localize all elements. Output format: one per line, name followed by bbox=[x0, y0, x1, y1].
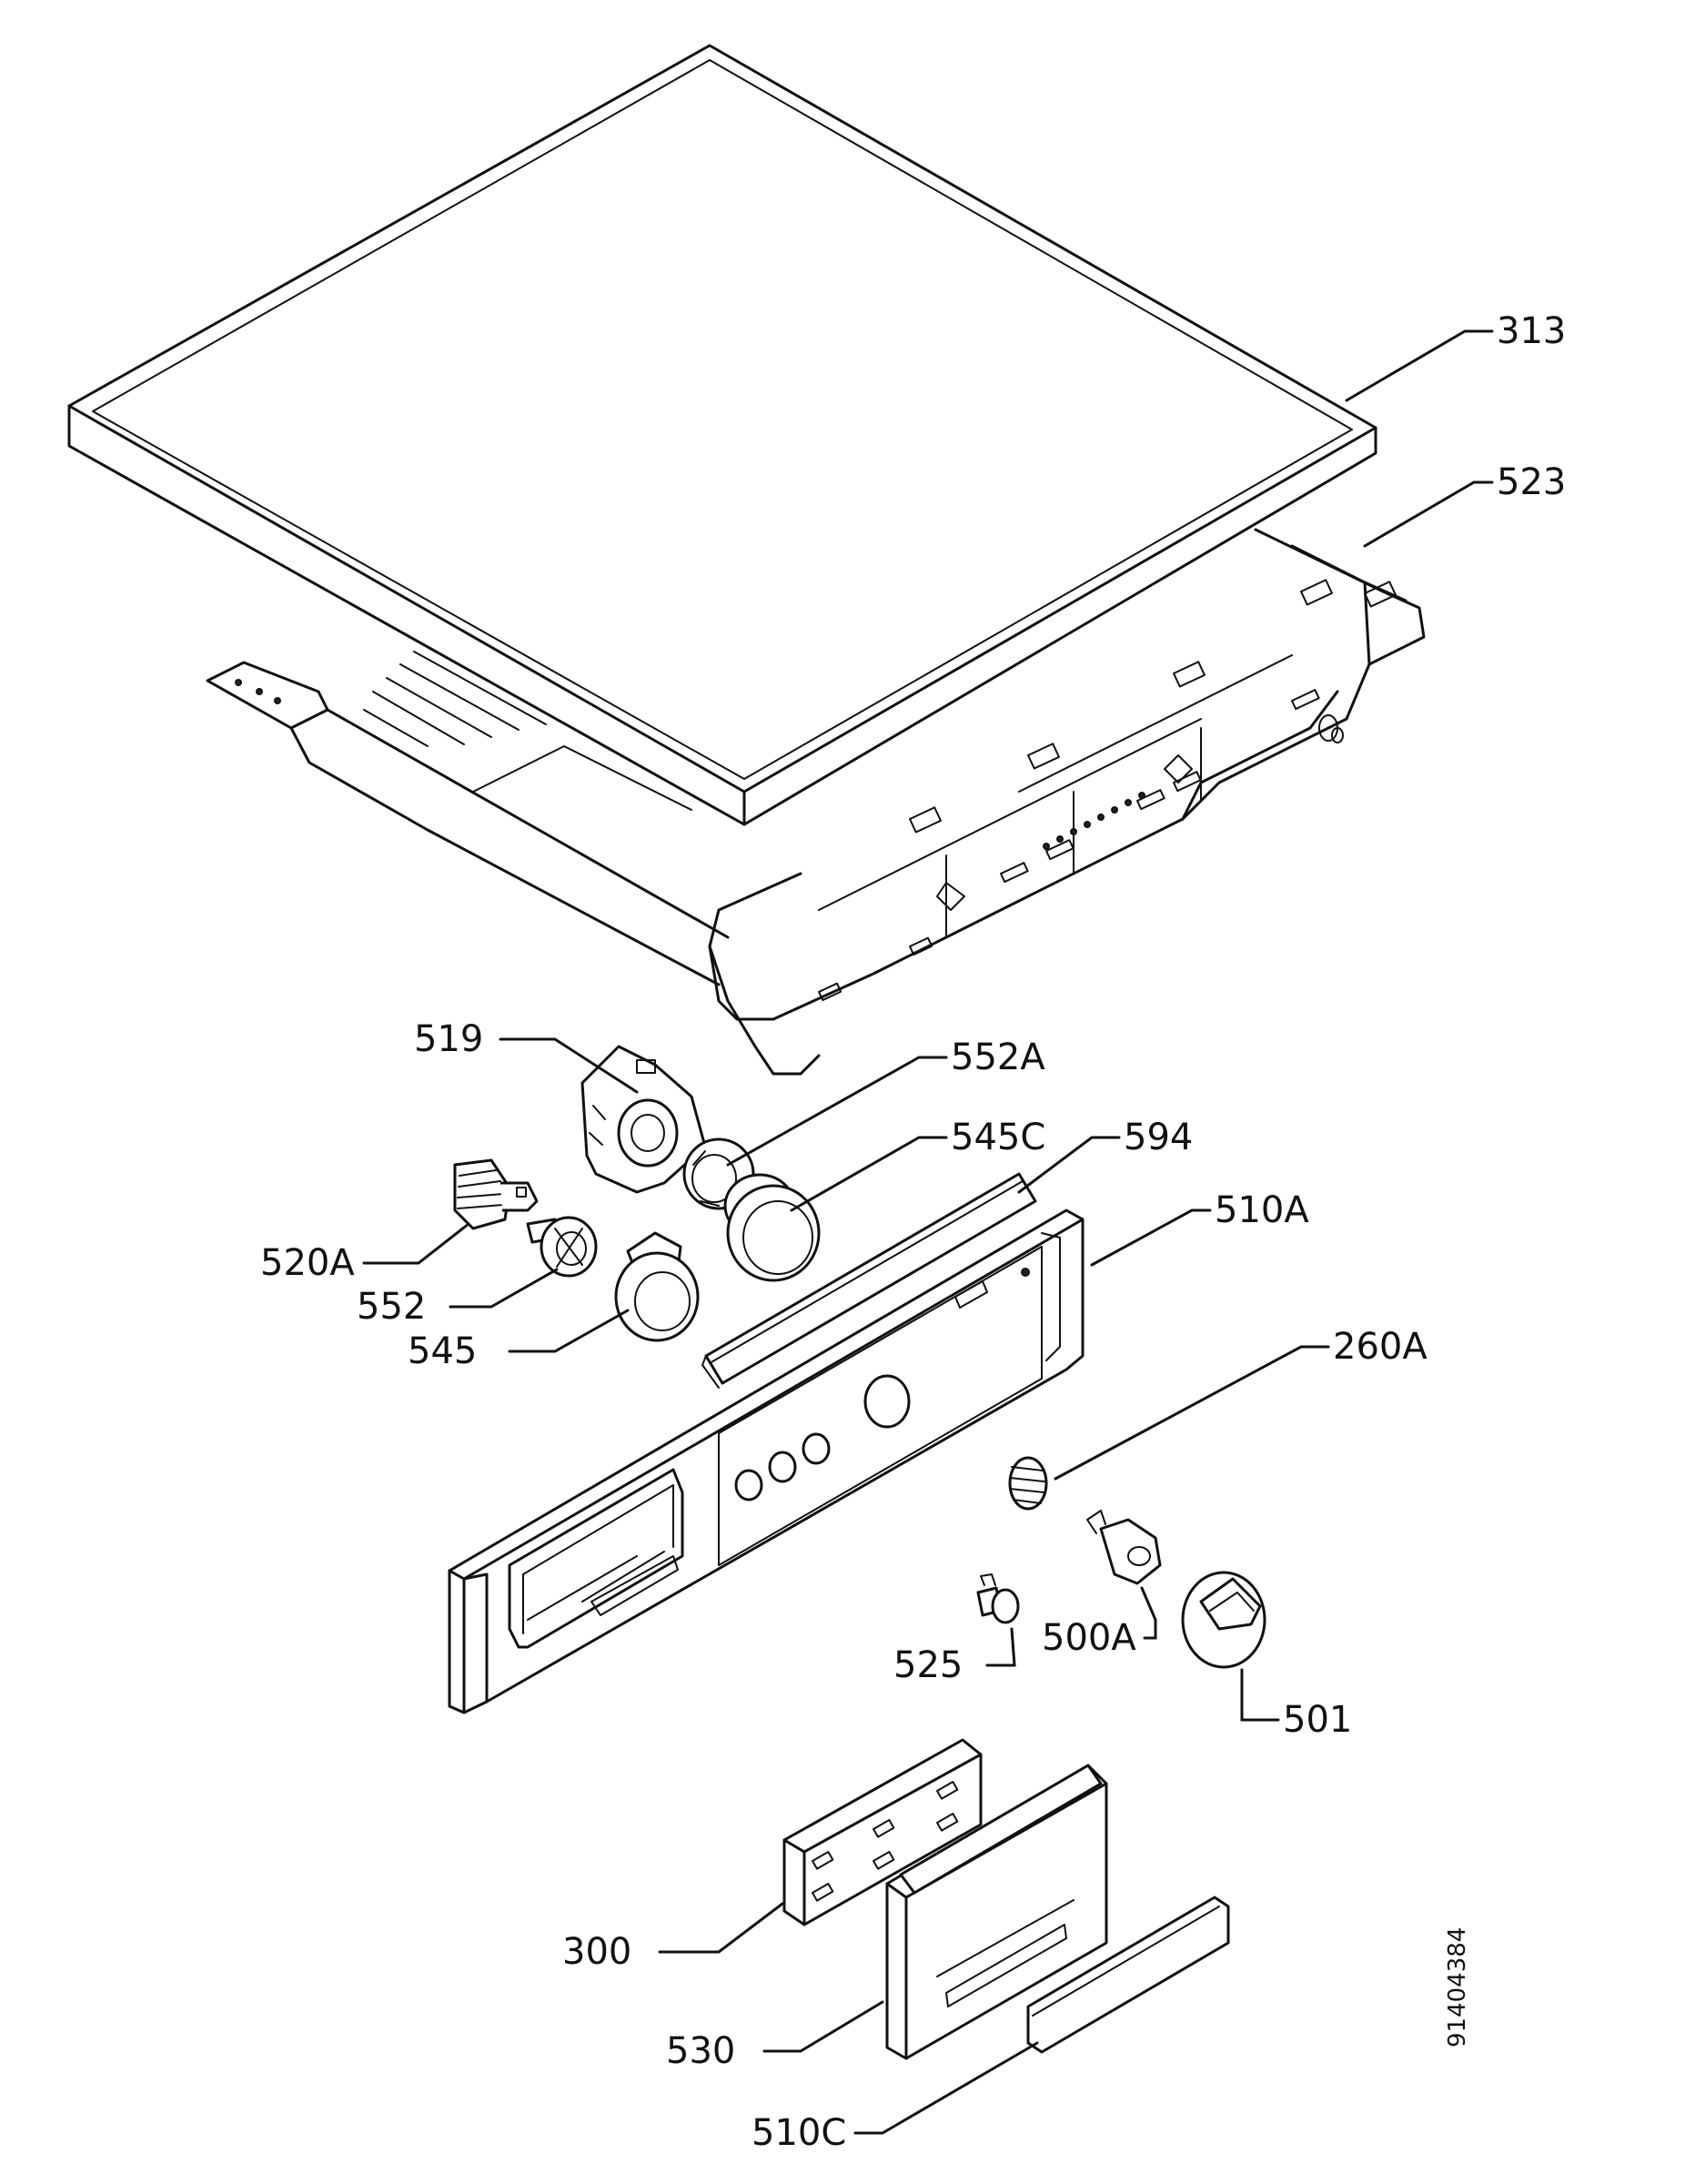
leader-545 bbox=[508, 1309, 630, 1353]
leader-552 bbox=[449, 1268, 559, 1309]
label-545C: 545C bbox=[951, 1117, 1045, 1158]
label-519: 519 bbox=[414, 1018, 483, 1060]
leader-510C bbox=[853, 2041, 1039, 2135]
callout-labels: 313 523 519 552A 545C 594 510A 520A 552 … bbox=[260, 310, 1566, 2154]
part-520A-knob bbox=[453, 1158, 539, 1230]
label-520A: 520A bbox=[260, 1242, 355, 1284]
part-545-knob bbox=[614, 1231, 700, 1342]
leader-530 bbox=[762, 2000, 884, 2053]
leader-519 bbox=[499, 1037, 639, 1094]
leader-510A bbox=[1090, 1208, 1212, 1267]
label-552A: 552A bbox=[951, 1036, 1045, 1078]
part-510C-cover bbox=[1026, 1896, 1230, 2054]
leader-525 bbox=[985, 1627, 1016, 1667]
leader-300 bbox=[658, 1902, 784, 1954]
part-501-knob bbox=[1181, 1571, 1266, 1669]
part-300-block bbox=[782, 1738, 983, 1926]
part-500A-cam bbox=[1086, 1510, 1162, 1585]
label-552: 552 bbox=[357, 1286, 426, 1328]
label-510A: 510A bbox=[1215, 1189, 1309, 1231]
part-525-pin bbox=[976, 1573, 1020, 1624]
part-523-frame bbox=[206, 528, 1426, 1076]
part-519-bracket bbox=[580, 1045, 707, 1194]
label-260A: 260A bbox=[1333, 1326, 1428, 1368]
leader-501 bbox=[1240, 1668, 1280, 1722]
label-525: 525 bbox=[893, 1644, 963, 1686]
leader-520A bbox=[362, 1222, 470, 1265]
leader-260A bbox=[1054, 1345, 1330, 1481]
leader-594 bbox=[1017, 1136, 1121, 1194]
leader-552A bbox=[726, 1056, 948, 1167]
leader-lines bbox=[362, 329, 1494, 2135]
part-594-strip bbox=[701, 1172, 1037, 1389]
label-545: 545 bbox=[408, 1330, 477, 1372]
label-530: 530 bbox=[666, 2030, 735, 2072]
label-510C: 510C bbox=[752, 2112, 846, 2154]
part-260A-spring bbox=[1008, 1456, 1048, 1511]
part-530-handle bbox=[885, 1764, 1108, 2060]
label-594: 594 bbox=[1124, 1117, 1193, 1158]
leader-545C bbox=[790, 1136, 948, 1212]
label-523: 523 bbox=[1497, 461, 1566, 503]
leader-523 bbox=[1363, 480, 1494, 548]
label-501: 501 bbox=[1283, 1699, 1352, 1741]
label-300: 300 bbox=[562, 1931, 631, 1973]
leader-313 bbox=[1345, 329, 1494, 402]
document-number: 91404384 bbox=[1444, 1927, 1471, 2048]
leader-500A bbox=[1140, 1586, 1157, 1640]
part-510A-panel bbox=[448, 1208, 1085, 1714]
label-500A: 500A bbox=[1042, 1617, 1136, 1659]
part-545C-knob bbox=[723, 1173, 821, 1282]
part-552-spindle bbox=[526, 1216, 598, 1278]
label-313: 313 bbox=[1497, 310, 1566, 352]
part-313-lid bbox=[67, 44, 1377, 826]
